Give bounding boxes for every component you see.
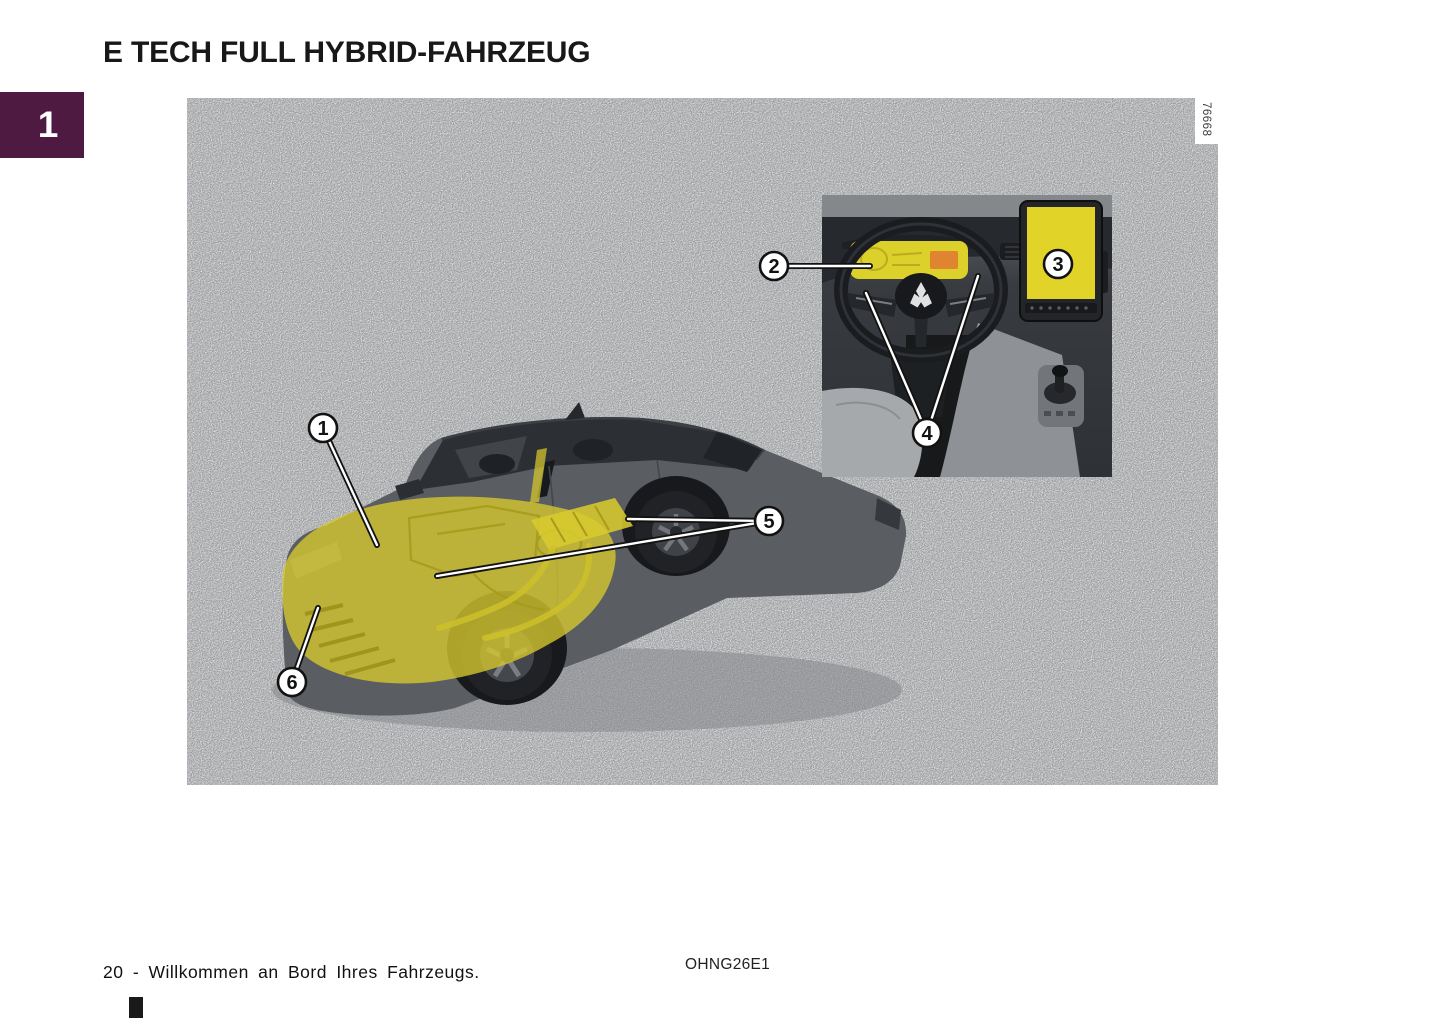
photo-id-tab: 76668 [1195, 98, 1218, 144]
car-illustration [272, 402, 907, 732]
dashboard-inset [822, 195, 1112, 477]
callout-marker-5: 5 [753, 505, 785, 537]
chapter-tab: 1 [0, 92, 84, 158]
screen-buttons [1030, 306, 1088, 310]
chapter-number: 1 [37, 104, 59, 145]
figure-reference-code: OHNG26E1 [685, 956, 771, 973]
callout-number: 6 [286, 672, 297, 694]
steering-wheel [834, 217, 1008, 363]
photo-id: 76668 [1200, 102, 1212, 136]
footer-text: 20 - Willkommen an Bord Ihres Fahrzeugs. [103, 962, 480, 982]
callouts: 1 2 3 4 5 [276, 248, 1074, 698]
highlight-battery-pack [531, 498, 633, 550]
seat-seam [835, 401, 901, 420]
callout-marker-6: 6 [276, 666, 308, 698]
gear-shifter [1038, 365, 1084, 427]
center-console [940, 323, 1080, 477]
callout-number: 1 [317, 418, 328, 440]
callout-number: 5 [763, 511, 774, 533]
callout-lines-core [290, 264, 980, 684]
callout-number: 4 [921, 423, 933, 445]
cluster-warning-zone [930, 251, 958, 269]
callout-marker-4: 4 [911, 417, 943, 449]
rear-wheel-spokes [657, 514, 695, 552]
callout-marker-3: 3 [1042, 248, 1074, 280]
interior-seat-silhouette [573, 439, 613, 461]
callout-marker-2: 2 [758, 250, 790, 282]
c-pillar [703, 432, 762, 472]
page-title: E TECH FULL HYBRID-FAHRZEUG [103, 36, 591, 69]
antenna-fin [565, 402, 585, 420]
figure-canvas: 76668 [187, 98, 1218, 785]
battery-ridges [550, 505, 610, 543]
side-mirror [395, 479, 424, 500]
highlight-pillar-harness [530, 448, 547, 503]
highlight-instrument-cluster [850, 241, 968, 279]
highlight-cables [436, 543, 593, 641]
page-corner-mark [129, 997, 143, 1018]
mitsubishi-logo [910, 282, 932, 308]
tail-lamp [875, 498, 901, 530]
driver-seat [822, 387, 923, 477]
interior-seat-silhouette [479, 454, 515, 474]
hybrid-components-figure: 76668 [187, 98, 1218, 785]
callout-number: 3 [1052, 254, 1063, 276]
callout-marker-1: 1 [307, 412, 339, 444]
highlight-engine-and-grille [282, 496, 616, 684]
b-pillar [537, 460, 555, 498]
callout-number: 2 [768, 256, 779, 278]
grille-slats [304, 603, 396, 676]
